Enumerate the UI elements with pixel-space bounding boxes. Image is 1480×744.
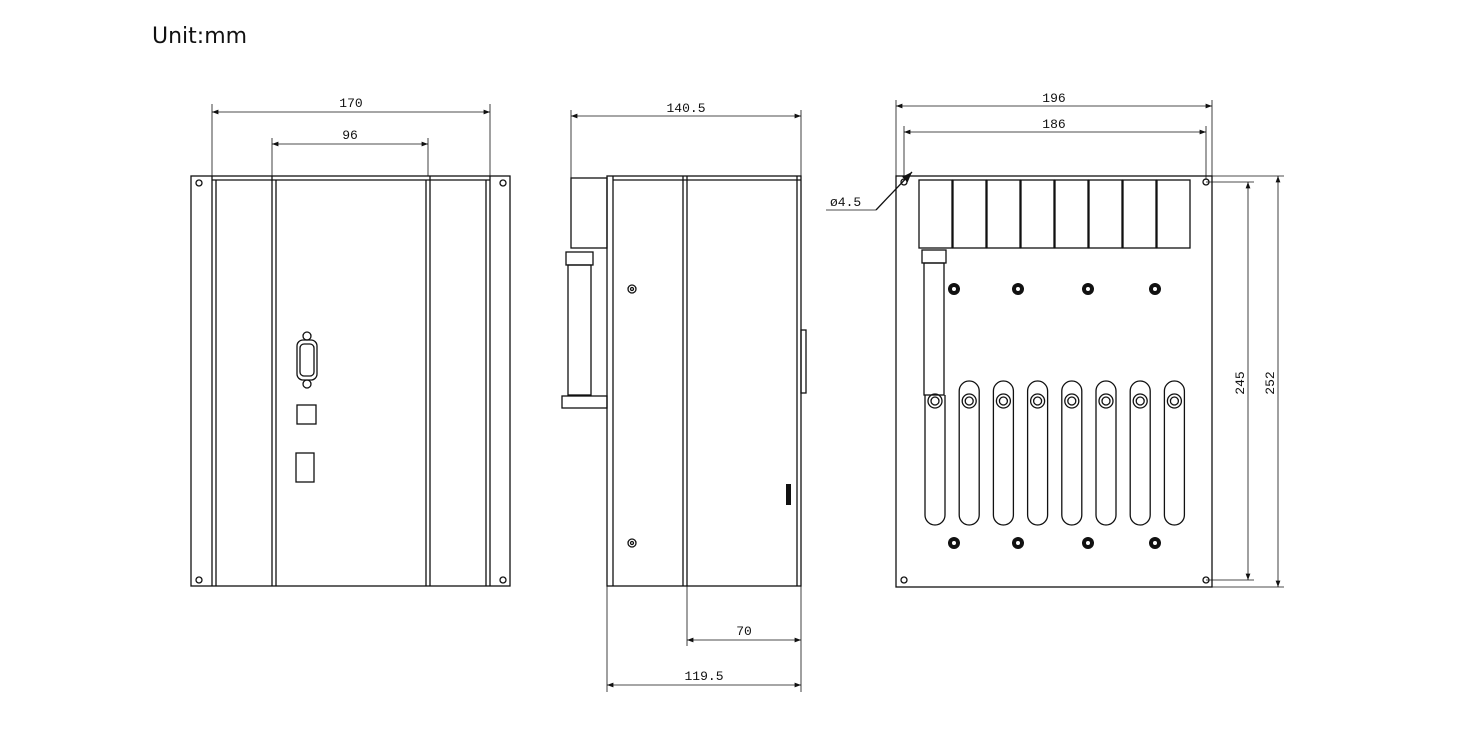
front-view: 170 96 [190, 96, 511, 587]
db-connector-icon [296, 331, 318, 389]
io-module [1088, 179, 1123, 249]
dim-width-overall: 196 [1042, 91, 1065, 106]
ethernet-port-icon [295, 452, 315, 483]
dim-width-overall: 170 [339, 96, 362, 111]
io-module [1122, 179, 1157, 249]
antenna-icon [561, 251, 608, 409]
dim-height-overall: 252 [1263, 371, 1278, 394]
rear-view: 196 186 245 252 ø4.5 [826, 91, 1284, 588]
sma-connector-icon [1098, 393, 1114, 409]
status-led-strip [786, 484, 791, 505]
card-slot [1163, 380, 1186, 526]
screw-row [948, 283, 1161, 549]
side-connector [800, 329, 807, 394]
dim-width-inner: 96 [342, 128, 358, 143]
sma-connector-icon [1132, 393, 1148, 409]
card-slot [1095, 380, 1117, 526]
usb-port-icon [296, 404, 317, 425]
card-slot [1026, 380, 1049, 526]
dim-depth-overall: 140.5 [666, 101, 705, 116]
card-slot [924, 393, 946, 526]
io-module [1054, 179, 1089, 249]
card-slot [1061, 380, 1083, 526]
sma-connector-icon [1166, 393, 1183, 409]
module-block [570, 177, 608, 249]
card-slot-row [924, 380, 1186, 526]
mounting-hole-icon [195, 179, 507, 584]
dim-hole-spacing-x: 186 [1042, 117, 1065, 132]
card-slot [1129, 380, 1151, 526]
unit-label: Unit:mm [152, 24, 248, 49]
sma-connector-icon [1064, 393, 1080, 409]
dim-depth-rear: 70 [736, 624, 752, 639]
sma-connector-icon [995, 393, 1012, 409]
io-module [918, 179, 953, 249]
sma-connector-icon [1029, 393, 1046, 409]
dim-hole-diameter: ø4.5 [830, 195, 861, 210]
sma-connector-icon [961, 393, 977, 409]
io-module [952, 179, 987, 249]
module-row [918, 179, 1191, 249]
io-module [986, 179, 1021, 249]
dim-depth-body: 119.5 [684, 669, 723, 684]
sma-connector-icon [927, 393, 943, 409]
side-view: 140.5 70 119.5 [561, 101, 807, 692]
io-module [1156, 179, 1191, 249]
io-module [1020, 179, 1055, 249]
card-slot [958, 380, 980, 526]
antenna-icon [921, 249, 947, 396]
dim-hole-spacing-y: 245 [1233, 371, 1248, 394]
card-slot [992, 380, 1015, 526]
